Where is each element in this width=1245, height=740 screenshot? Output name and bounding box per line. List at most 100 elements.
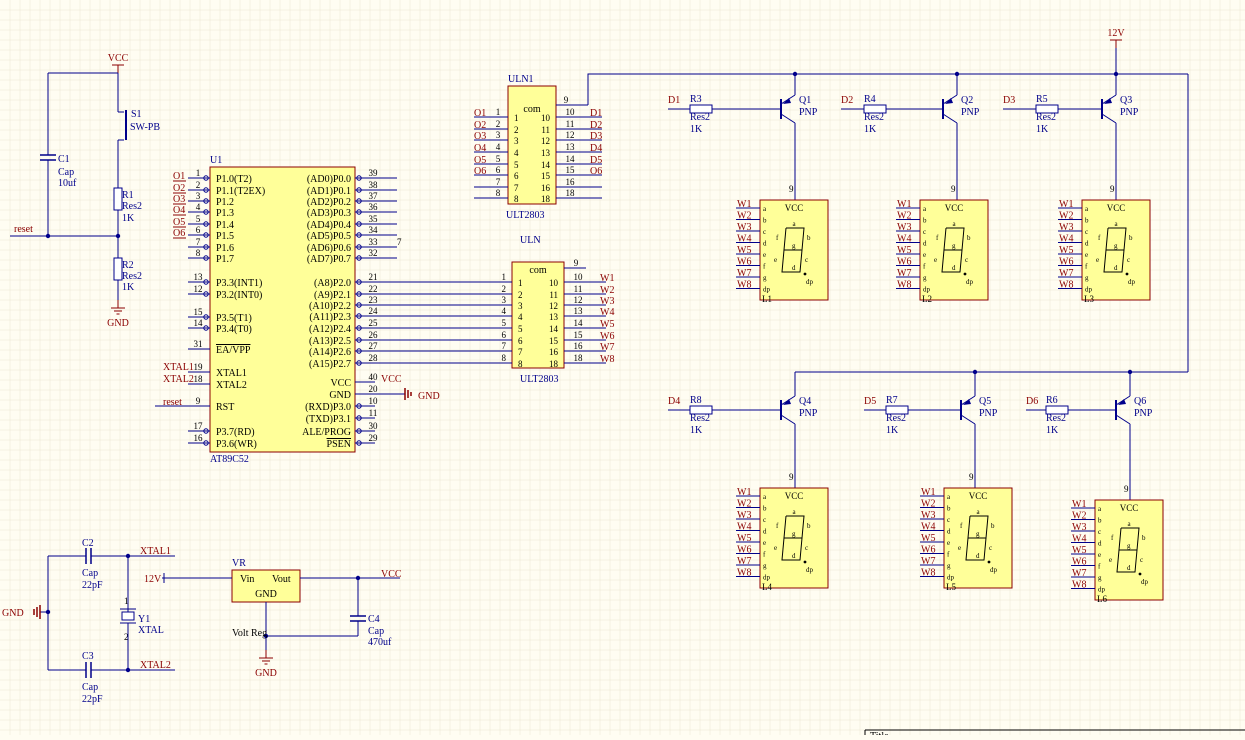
driver-net-label: D5	[864, 396, 876, 407]
mcu-pin-marker	[203, 244, 209, 250]
uln-net-label: W4	[600, 307, 614, 318]
glyph-letter: d	[792, 552, 796, 560]
mcu-pin-label: (AD5)P0.5	[307, 231, 351, 242]
transistor-collector	[960, 414, 976, 425]
mcu-pin-label: PSEN	[327, 439, 351, 450]
segment-pin-label: a	[1098, 505, 1102, 513]
uln-pin-number: 13	[574, 306, 584, 316]
segment-net-label: W8	[737, 568, 751, 579]
glyph-letter: e	[934, 256, 937, 264]
uln1-pin-label: 1	[514, 113, 519, 123]
driver-q-designator: Q5	[979, 396, 991, 407]
vr-vout: Vout	[272, 574, 291, 585]
uln-net-label: W8	[600, 354, 614, 365]
uln1-pin-number: 13	[566, 142, 576, 152]
mcu-net-label: O1	[173, 171, 185, 182]
uln-pin-label: 1	[518, 278, 523, 288]
uln1-in-net: O3	[474, 131, 486, 142]
mcu-pin-marker	[203, 440, 209, 446]
s1-designator: S1	[131, 109, 142, 120]
mcu-pin-number: 32	[369, 248, 378, 258]
mcu-pin-label: P1.5	[216, 231, 234, 242]
segment-net-label: W6	[897, 257, 911, 268]
segment-pin-label: b	[947, 505, 951, 513]
r1-value: 1K	[122, 213, 135, 224]
segment-pin-label: g	[1098, 574, 1102, 582]
segment-glyph	[781, 249, 803, 273]
mcu-pin-label: XTAL2	[216, 380, 247, 391]
mcu-reset-label: reset	[163, 397, 182, 408]
vr-gnd: GND	[255, 668, 277, 679]
uln1-pin-label: 12	[541, 136, 550, 146]
vr-gnd: GND	[255, 589, 277, 600]
glyph-letter: f	[1111, 534, 1114, 542]
rail-12v: 12V	[1107, 28, 1125, 39]
mcu-pin-marker	[356, 403, 362, 409]
regulator-body	[231, 569, 301, 603]
segment-pin-label: c	[947, 516, 950, 524]
uln-pin-label: 18	[549, 359, 559, 369]
uln1-pin-number: 16	[566, 177, 576, 187]
uln1-pin-label: 10	[541, 113, 551, 123]
segment-net-label: W3	[737, 222, 751, 233]
mcu-pin-marker	[203, 232, 209, 238]
mcu-pin-label: (AD1)P0.1	[307, 186, 351, 197]
mcu-pin-marker	[356, 302, 362, 308]
uln-pin-number: 11	[574, 284, 583, 294]
mcu-pin-number: 20	[369, 384, 379, 394]
driver-r-designator: R5	[1036, 94, 1048, 105]
segment-net-label: W2	[1059, 211, 1073, 222]
mcu-pin-label: P3.4(T0)	[216, 324, 252, 335]
y1-designator: Y1	[138, 614, 150, 625]
mcu-pin-number: 26	[369, 330, 379, 340]
mcu-pin-label: (A10)P2.2	[309, 301, 351, 312]
mcu-pin-marker	[203, 325, 209, 331]
junction-dot	[45, 609, 51, 615]
uln-pin-label: 2	[518, 290, 523, 300]
uln-pin-number: 18	[574, 353, 584, 363]
glyph-letter: g	[952, 242, 956, 250]
display-vcc-label: VCC	[969, 491, 988, 501]
segment-glyph	[941, 249, 963, 273]
segment-net-label: W6	[1059, 257, 1073, 268]
mcu-pin-label: (A11)P2.3	[309, 312, 351, 323]
driver-r-value: 1K	[864, 124, 877, 135]
mcu-pin-number: 23	[369, 295, 379, 305]
uln-pin-number: 4	[502, 306, 507, 316]
mcu-net-label: O3	[173, 194, 185, 205]
driver-q-designator: Q1	[799, 95, 811, 106]
glyph-letter: a	[792, 220, 796, 228]
mcu-net-label: O6	[173, 228, 185, 239]
r1-designator: R1	[122, 190, 134, 201]
mcu-pin-marker	[356, 221, 362, 227]
mcu-pin-number: 4	[196, 202, 201, 212]
mcu-pin-marker	[356, 209, 362, 215]
mcu-pin-label: (AD4)P0.4	[307, 220, 351, 231]
mcu-pin-number: 31	[194, 339, 203, 349]
mcu-pin-marker	[356, 198, 362, 204]
uln-pin-label: 4	[518, 312, 523, 322]
crystal-gnd-label: GND	[2, 608, 24, 619]
r1-body	[113, 187, 123, 211]
segment-pin-label: c	[923, 228, 926, 236]
segment-pin-label: d	[1085, 240, 1089, 248]
mcu-pin-label: P3.5(T1)	[216, 313, 252, 324]
mcu-pin-marker	[203, 428, 209, 434]
uln1-out-net: D3	[590, 131, 602, 142]
driver-net-label: D6	[1026, 396, 1038, 407]
driver-q-designator: Q3	[1120, 95, 1132, 106]
segment-dp	[963, 272, 967, 276]
mcu-pin-label: P1.1(T2EX)	[216, 186, 265, 197]
junction-dot	[45, 233, 51, 239]
segment-net-label: W7	[921, 556, 935, 567]
uln-net-label: W2	[600, 285, 614, 296]
glyph-letter: c	[805, 256, 808, 264]
display-common-pin: 9	[969, 472, 974, 482]
uln1-out-net: D1	[590, 108, 602, 119]
segment-pin-label: e	[1098, 551, 1101, 559]
mcu-pin-marker	[203, 198, 209, 204]
uln1-pin-number: 15	[566, 165, 576, 175]
segment-net-label: W5	[897, 245, 911, 256]
uln1-pin-label: 4	[514, 148, 519, 158]
